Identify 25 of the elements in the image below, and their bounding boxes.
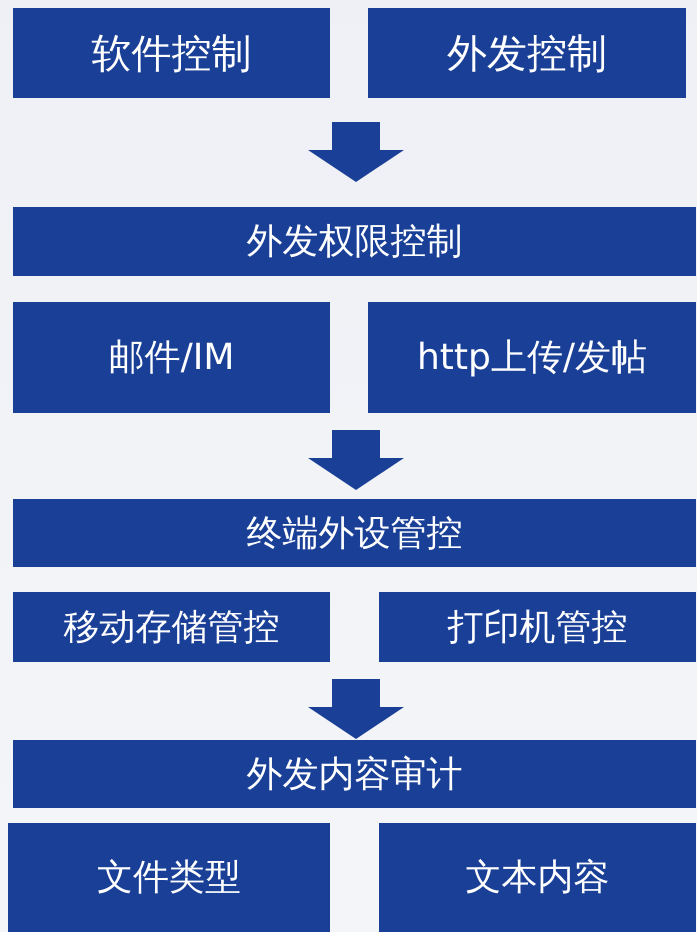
box-label: 外发控制 (447, 30, 607, 78)
process-box (13, 302, 330, 413)
process-box (13, 8, 330, 98)
box-label: 打印机管控 (448, 606, 628, 650)
box-label: 邮件/IM (108, 336, 234, 380)
process-box (368, 8, 686, 98)
process-box (13, 740, 696, 808)
process-box (379, 823, 696, 932)
box-label: 文件类型 (97, 856, 241, 900)
block-arrow (308, 679, 404, 739)
box-label: 外发内容审计 (246, 752, 462, 796)
process-box (368, 302, 696, 413)
box-label: 软件控制 (92, 30, 252, 78)
process-box (13, 499, 696, 567)
box-label: 移动存储管控 (64, 606, 280, 650)
block-arrow (308, 430, 404, 490)
process-box (13, 592, 330, 662)
block-arrow (308, 122, 404, 182)
box-label: 终端外设管控 (246, 512, 462, 556)
box-label: 外发权限控制 (246, 220, 462, 264)
process-box (8, 823, 330, 932)
process-box (379, 592, 696, 662)
box-label: 文本内容 (466, 856, 610, 900)
box-label: http上传/发帖 (416, 336, 648, 380)
process-box (13, 207, 696, 276)
